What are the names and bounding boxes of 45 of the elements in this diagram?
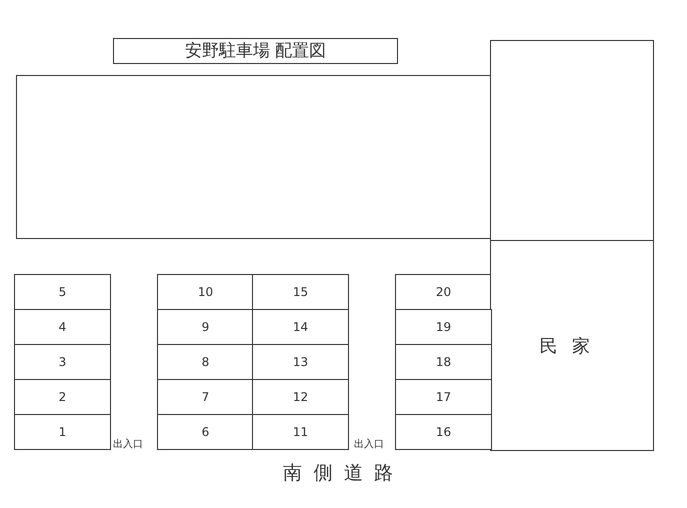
parking-space <box>14 379 111 415</box>
space-number: 12 <box>292 390 308 404</box>
space-number: 13 <box>292 355 308 369</box>
space-number: 5 <box>58 285 66 299</box>
building-outline <box>16 75 491 239</box>
space-number: 1 <box>58 425 66 439</box>
space-number: 11 <box>292 425 308 439</box>
space-number: 4 <box>58 320 66 334</box>
parking-space <box>14 309 111 345</box>
parking-space <box>252 414 349 450</box>
parking-space <box>252 379 349 415</box>
area-label: 民家 <box>540 334 604 358</box>
parking-space <box>395 344 492 380</box>
parking-space <box>14 414 111 450</box>
title: 安野駐車場 配置図 <box>113 38 398 64</box>
parking-space <box>395 379 492 415</box>
parking-space <box>395 274 492 310</box>
space-number: 16 <box>436 425 452 439</box>
space-number: 8 <box>202 355 210 369</box>
entrance-label: 出入口 <box>354 438 384 451</box>
space-number: 3 <box>58 355 66 369</box>
parking-space <box>395 309 492 345</box>
road-label: 南側道路 <box>283 461 405 486</box>
house-area <box>490 240 654 451</box>
space-number: 2 <box>58 390 66 404</box>
space-number: 7 <box>202 390 210 404</box>
space-number: 15 <box>292 285 308 299</box>
space-number: 20 <box>436 285 452 299</box>
parking-space <box>157 414 254 450</box>
space-number: 19 <box>436 320 452 334</box>
space-number: 6 <box>202 425 210 439</box>
parking-space <box>395 414 492 450</box>
parking-space <box>252 344 349 380</box>
parking-space <box>157 274 254 310</box>
parking-space <box>14 344 111 380</box>
parking-space <box>252 309 349 345</box>
entrance-label: 出入口 <box>113 438 143 451</box>
lot-outline <box>490 40 654 241</box>
space-number: 17 <box>436 390 452 404</box>
space-number: 10 <box>198 285 214 299</box>
parking-space <box>14 274 111 310</box>
space-number: 14 <box>292 320 308 334</box>
parking-space <box>252 274 349 310</box>
space-number: 18 <box>436 355 452 369</box>
space-number: 9 <box>202 320 210 334</box>
